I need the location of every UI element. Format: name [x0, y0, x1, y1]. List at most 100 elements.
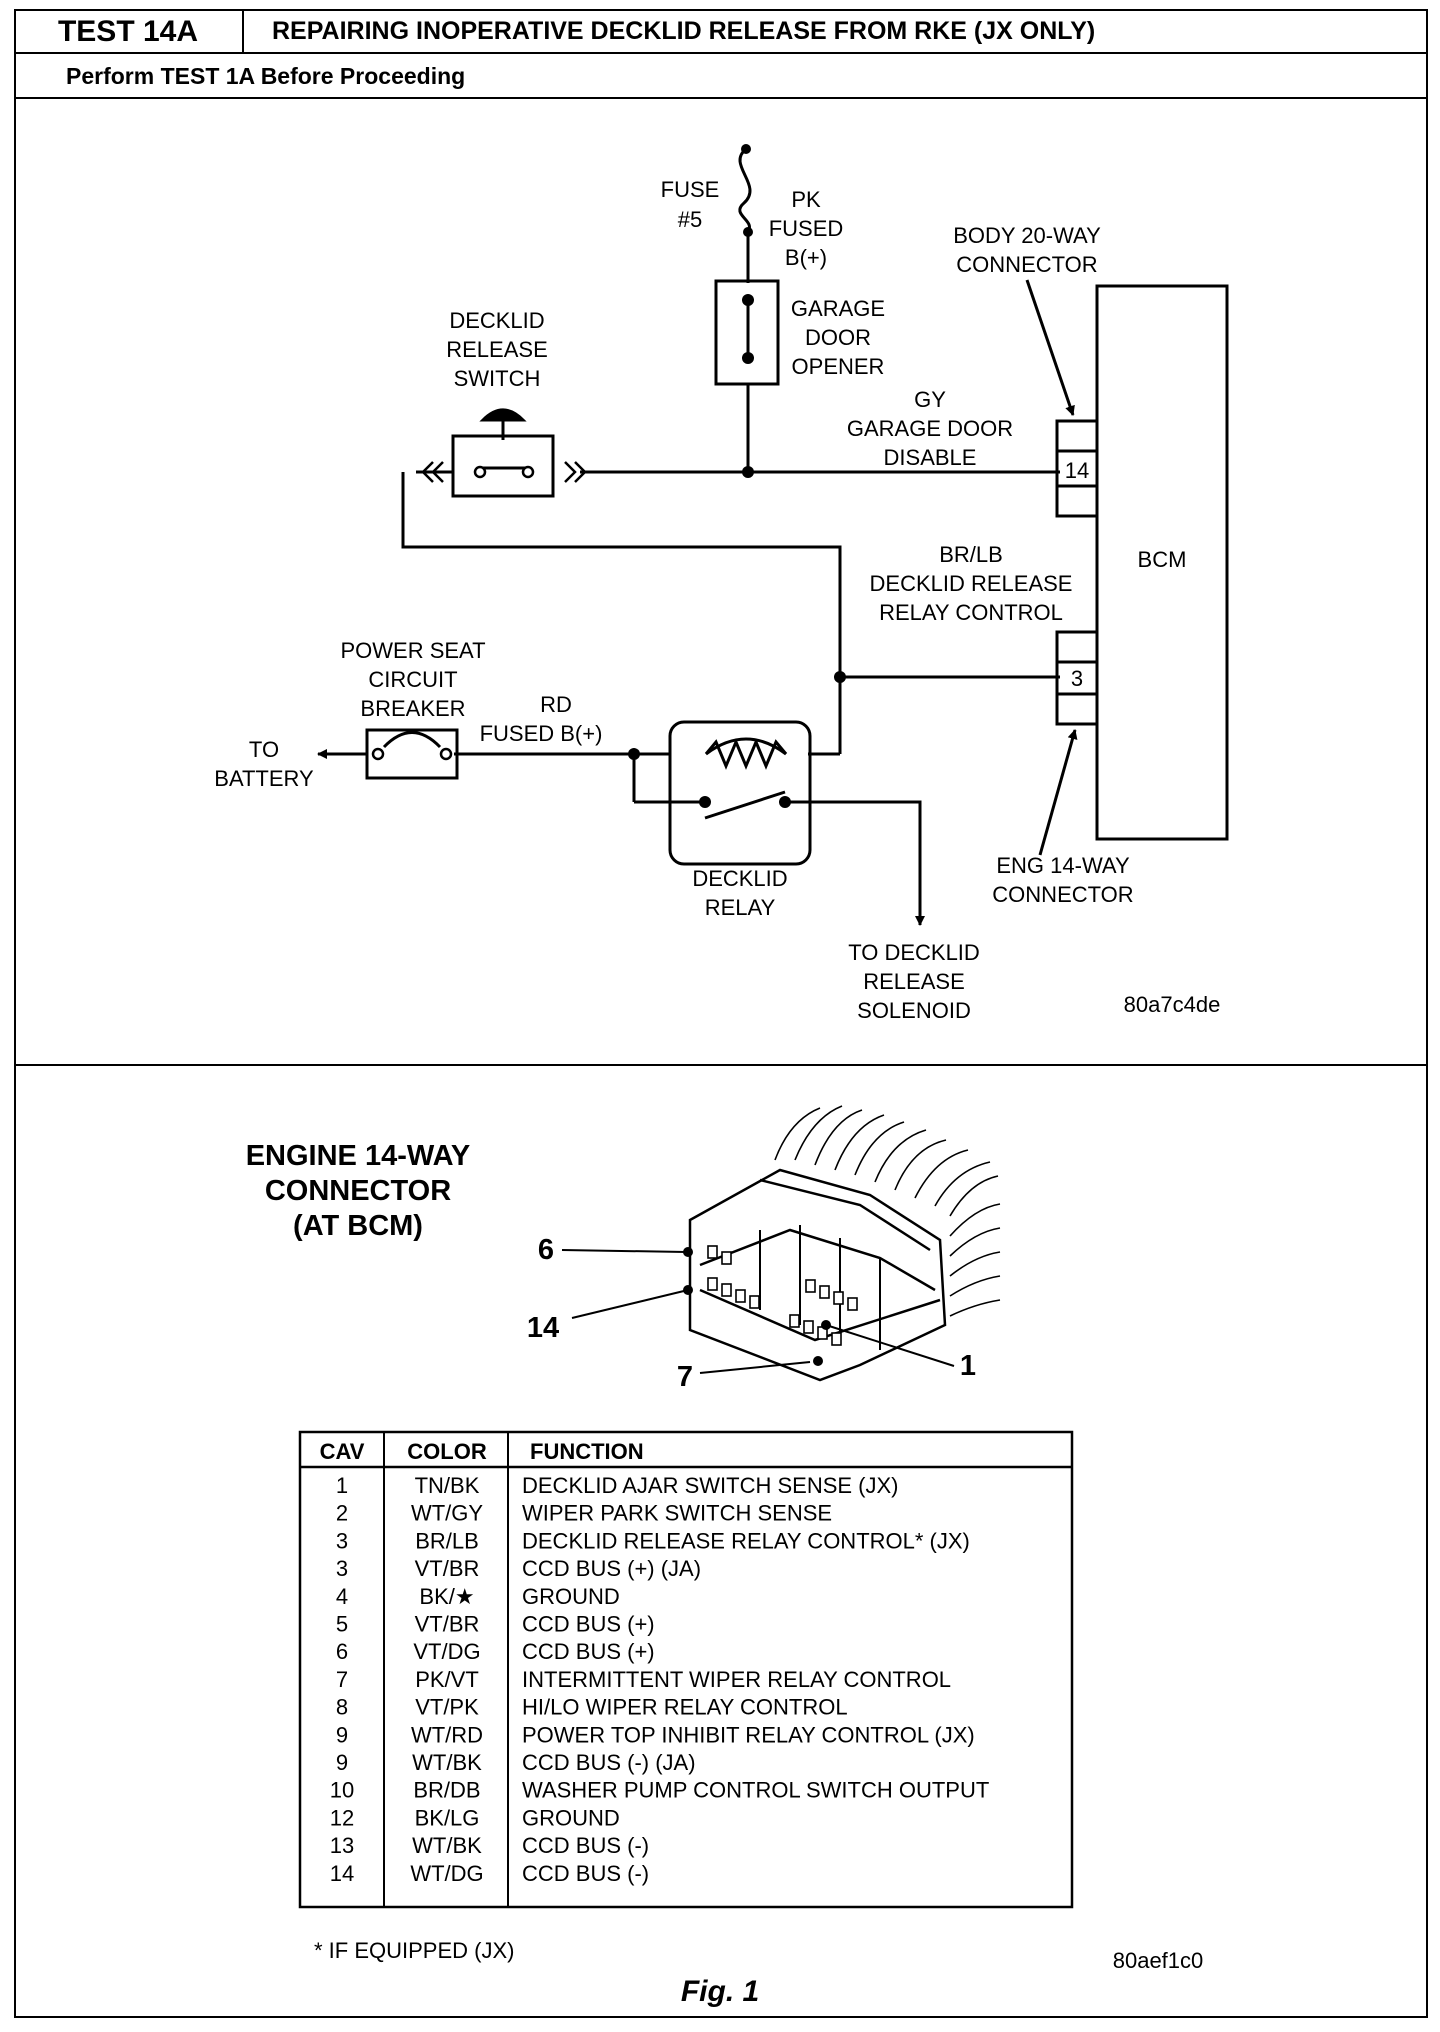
- bcm-label: BCM: [1138, 547, 1187, 572]
- table-cell: WT/RD: [411, 1722, 483, 1747]
- table-cell: CCD BUS (-): [522, 1833, 649, 1858]
- table-cell: 4: [336, 1584, 348, 1609]
- eng-conn-line-2: CONNECTOR: [992, 882, 1133, 907]
- br-line-1: BR/LB: [939, 542, 1003, 567]
- col-header-color: COLOR: [407, 1439, 487, 1464]
- connector-title-1: ENGINE 14-WAY: [246, 1140, 471, 1172]
- col-header-cav: CAV: [320, 1439, 365, 1464]
- gdo-line-2: DOOR: [805, 325, 871, 350]
- table-cell: CCD BUS (-): [522, 1861, 649, 1886]
- gdo-line-1: GARAGE: [791, 296, 885, 321]
- table-cell: GROUND: [522, 1584, 620, 1609]
- solenoid-line-2: RELEASE: [863, 969, 965, 994]
- table-cell: 10: [330, 1778, 354, 1803]
- page-frame: [14, 9, 1428, 2018]
- table-cell: 2: [336, 1501, 348, 1526]
- table-cell: 5: [336, 1612, 348, 1637]
- table-cell: HI/LO WIPER RELAY CONTROL: [522, 1695, 848, 1720]
- subheader-row: [14, 54, 1428, 99]
- breaker-line-1: POWER SEAT: [340, 638, 485, 663]
- rd-line-2: FUSED B(+): [480, 721, 603, 746]
- gy-line-2: GARAGE DOOR: [847, 416, 1013, 441]
- table-cell: CCD BUS (+) (JA): [522, 1556, 701, 1581]
- table-cell: WIPER PARK SWITCH SENSE: [522, 1501, 832, 1526]
- table-cell: VT/PK: [415, 1695, 479, 1720]
- connector-title-2: CONNECTOR: [265, 1175, 451, 1207]
- table-cell: 3: [336, 1556, 348, 1581]
- table-cell: 14: [330, 1861, 354, 1886]
- rd-line-1: RD: [540, 692, 572, 717]
- callout-1: 1: [960, 1350, 976, 1382]
- solenoid-line-3: SOLENOID: [857, 998, 971, 1023]
- fuse-number: #5: [678, 207, 702, 232]
- switch-line-1: DECKLID: [449, 308, 544, 333]
- relay-line-1: DECKLID: [692, 866, 787, 891]
- table-cell: CCD BUS (-) (JA): [522, 1750, 696, 1775]
- relay-line-2: RELAY: [705, 895, 776, 920]
- switch-line-2: RELEASE: [446, 337, 548, 362]
- gdo-line-3: OPENER: [792, 354, 885, 379]
- to-battery-line-1: TO: [249, 737, 279, 762]
- body-conn-line-2: CONNECTOR: [956, 252, 1097, 277]
- table-cell: CCD BUS (+): [522, 1639, 655, 1664]
- solenoid-line-1: TO DECKLID: [848, 940, 980, 965]
- table-cell: BK/★: [419, 1584, 474, 1609]
- table-cell: VT/BR: [415, 1612, 480, 1637]
- connector-code: 80aef1c0: [1113, 1948, 1204, 1973]
- table-cell: DECKLID RELEASE RELAY CONTROL* (JX): [522, 1528, 970, 1553]
- connector-illustration: [561, 1105, 1001, 1382]
- pin-table: [298, 1430, 1074, 1909]
- decklid-release-switch: [451, 434, 555, 498]
- table-cell: 7: [336, 1667, 348, 1692]
- table-cell: PK/VT: [415, 1667, 479, 1692]
- br-line-2: DECKLID RELEASE: [870, 571, 1073, 596]
- connector-title-3: (AT BCM): [293, 1210, 423, 1242]
- bcm-module: [1095, 284, 1229, 841]
- table-footnote: * IF EQUIPPED (JX): [314, 1938, 514, 1963]
- table-cell: 12: [330, 1805, 354, 1830]
- table-cell: DECKLID AJAR SWITCH SENSE (JX): [522, 1473, 899, 1498]
- table-cell: 13: [330, 1833, 354, 1858]
- breaker-line-3: BREAKER: [360, 696, 465, 721]
- figure-caption: Fig. 1: [680, 1975, 760, 2008]
- eng-connector: [1055, 630, 1099, 664]
- test-id: TEST 14A: [14, 9, 244, 54]
- table-cell: GROUND: [522, 1805, 620, 1830]
- fuse-label: FUSE: [661, 177, 720, 202]
- switch-line-3: SWITCH: [454, 366, 541, 391]
- table-cell: CCD BUS (+): [522, 1612, 655, 1637]
- section-divider: [14, 1064, 1428, 1066]
- callout-14: 14: [527, 1312, 559, 1344]
- eng-conn-line-1: ENG 14-WAY: [996, 853, 1130, 878]
- table-cell: BR/DB: [413, 1778, 480, 1803]
- table-cell: INTERMITTENT WIPER RELAY CONTROL: [522, 1667, 951, 1692]
- fuse-symbol: [738, 147, 752, 233]
- table-cell: TN/BK: [415, 1473, 480, 1498]
- table-cell: WT/BK: [412, 1833, 482, 1858]
- table-cell: BR/LB: [415, 1528, 479, 1553]
- table-cell: WASHER PUMP CONTROL SWITCH OUTPUT: [522, 1778, 989, 1803]
- table-cell: 1: [336, 1473, 348, 1498]
- pk-line-3: B(+): [785, 245, 827, 270]
- gy-line-1: GY: [914, 387, 946, 412]
- page-title: REPAIRING INOPERATIVE DECKLID RELEASE FR…: [272, 17, 1096, 45]
- table-cell: VT/DG: [413, 1639, 480, 1664]
- col-header-function: FUNCTION: [530, 1439, 644, 1464]
- power-seat-circuit-breaker: [365, 728, 459, 780]
- header-row: [14, 9, 1428, 54]
- table-cell: BK/LG: [415, 1805, 480, 1830]
- schematic-code: 80a7c4de: [1124, 992, 1221, 1017]
- pin-3-label: 3: [1071, 666, 1083, 691]
- table-cell: VT/BR: [415, 1556, 480, 1581]
- callout-7: 7: [677, 1361, 693, 1393]
- table-cell: 9: [336, 1722, 348, 1747]
- breaker-line-2: CIRCUIT: [368, 667, 457, 692]
- body-connector: [1055, 419, 1099, 453]
- body-conn-line-1: BODY 20-WAY: [953, 223, 1101, 248]
- table-cell: 3: [336, 1528, 348, 1553]
- decklid-relay-box: [668, 720, 812, 866]
- table-cell: WT/GY: [411, 1501, 483, 1526]
- pk-line-1: PK: [791, 187, 821, 212]
